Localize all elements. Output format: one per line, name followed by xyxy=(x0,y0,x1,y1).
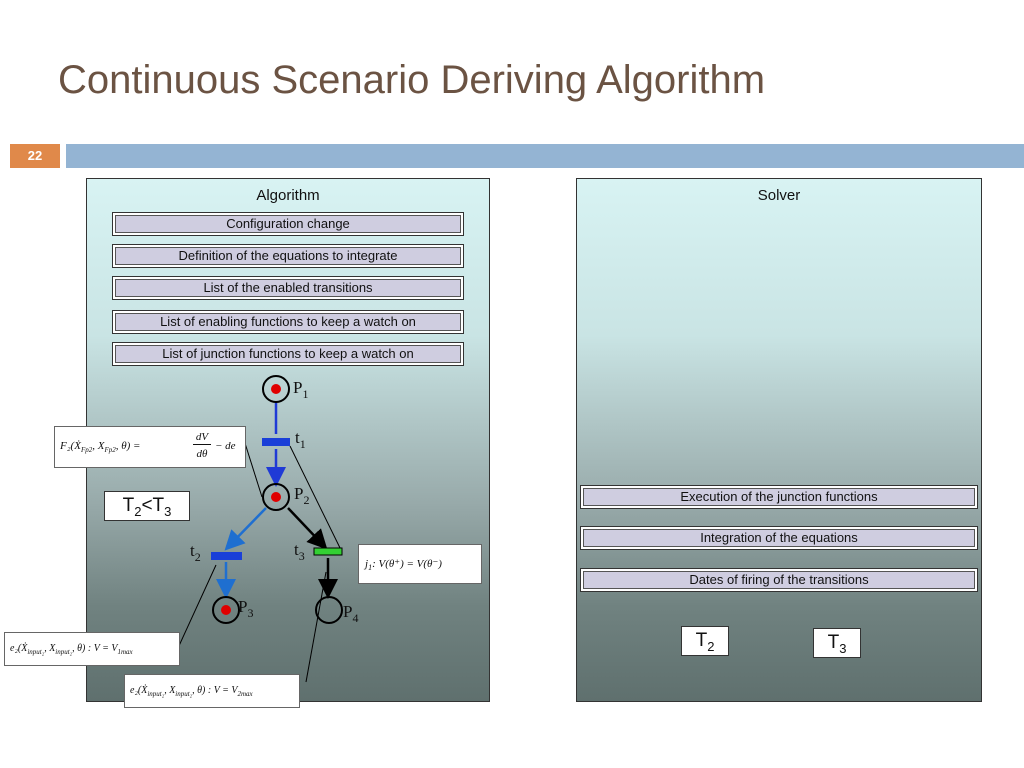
formula-e2b-sub2: input₂ xyxy=(175,690,193,698)
solver-time-t3-sub: 3 xyxy=(839,640,847,656)
solver-time-t2: T2 xyxy=(681,626,729,656)
place-p3 xyxy=(212,596,240,624)
formula-e2a-sub1: input₂ xyxy=(27,648,45,656)
formula-f2-numerator: dV xyxy=(193,430,211,445)
arc-p2-t3 xyxy=(287,507,328,550)
solver-step-integration: Integration of the equations xyxy=(580,526,978,550)
formula-e2-v2max: e₂(Ẋinput₂, Xinput₂, θ) : V = V2max xyxy=(124,674,300,708)
callout-line-j1 xyxy=(289,445,343,553)
formula-f2-denominator: dθ xyxy=(196,448,208,460)
transition-t1-label: t1 xyxy=(295,428,306,451)
slide-number: 22 xyxy=(10,144,60,168)
formula-e2a-lhs: e₂(Ẋ xyxy=(10,643,28,654)
callout-line-f2 xyxy=(243,439,263,498)
solver-time-t3-base: T xyxy=(827,632,840,653)
formula-j1: j1: V(θ⁺) = V(θ⁻) xyxy=(358,544,482,584)
formula-e2b-mid: , X xyxy=(164,685,176,696)
transition-t1 xyxy=(262,438,290,446)
formula-e2a-mid: , X xyxy=(44,643,56,654)
callout-line-e2a xyxy=(177,564,217,649)
transition-t3 xyxy=(313,547,343,556)
formula-e2b-sub1: input₂ xyxy=(147,690,165,698)
slide-title: Continuous Scenario Deriving Algorithm xyxy=(58,58,766,102)
comparison-box: T2<T3 xyxy=(104,491,190,521)
solver-step-junction-execution: Execution of the junction functions xyxy=(580,485,978,509)
place-p1-token xyxy=(271,384,281,394)
formula-f2-lhs: F₂(Ẋ xyxy=(60,440,81,452)
place-p2-token xyxy=(271,492,281,502)
formula-j1-sub: 1 xyxy=(368,563,373,573)
comparison-a-base: T xyxy=(122,495,135,516)
algorithm-step-configuration-change: Configuration change xyxy=(112,212,464,236)
comparison-b-sub: 3 xyxy=(164,503,172,519)
place-p2-label: P2 xyxy=(294,484,309,507)
formula-e2a-vsub: 1max xyxy=(117,648,133,656)
formula-f2-tail: − de xyxy=(215,440,236,452)
formula-e2b-end: , θ) : V = V xyxy=(192,685,238,696)
algorithm-panel-title: Algorithm xyxy=(256,187,320,204)
comparison-b-base: T xyxy=(152,495,165,516)
formula-e2-v1max: e₂(Ẋinput₂, Xinput₂, θ) : V = V1max xyxy=(4,632,180,666)
formula-f2-mid: , X xyxy=(92,440,105,452)
place-p2 xyxy=(262,483,290,511)
arc-p2-t2 xyxy=(224,507,267,551)
solver-time-t2-base: T xyxy=(695,630,708,651)
solver-panel-title: Solver xyxy=(757,187,801,204)
comparison-a-sub: 2 xyxy=(134,503,142,519)
solver-step-firing-dates: Dates of firing of the transitions xyxy=(580,568,978,592)
solver-panel: Solver Execution of the junction functio… xyxy=(576,178,982,702)
formula-e2a-sub2: input₂ xyxy=(55,648,73,656)
comparison-operator: < xyxy=(141,495,153,516)
formula-j1-body: : V(θ⁺) = V(θ⁻) xyxy=(372,558,442,570)
formula-j1-name: j xyxy=(365,558,369,570)
solver-time-t3: T3 xyxy=(813,628,861,658)
callout-line-e2b xyxy=(305,571,327,683)
algorithm-step-enabling-functions: List of enabling functions to keep a wat… xyxy=(112,310,464,334)
formula-f2: F₂(ẊFp2, XFp2, θ) = dV dθ − de xyxy=(54,426,246,468)
place-p3-token xyxy=(221,605,231,615)
place-p4-label: P4 xyxy=(343,602,358,625)
place-p3-label: P3 xyxy=(238,597,253,620)
transition-t3-label: t3 xyxy=(294,540,305,563)
transition-t2-label: t2 xyxy=(190,541,201,564)
formula-e2b-vsub: 2max xyxy=(237,690,253,698)
header-band xyxy=(66,144,1024,168)
algorithm-step-junction-functions: List of junction functions to keep a wat… xyxy=(112,342,464,366)
formula-f2-end: , θ) = xyxy=(115,440,141,452)
formula-e2b-lhs: e₂(Ẋ xyxy=(130,685,148,696)
formula-f2-sub1: Fp2 xyxy=(80,446,93,455)
solver-time-t2-sub: 2 xyxy=(707,638,715,654)
place-p4 xyxy=(315,596,343,624)
algorithm-step-enabled-transitions: List of the enabled transitions xyxy=(112,276,464,300)
formula-f2-sub2: Fp2 xyxy=(104,446,116,455)
place-p1-label: P1 xyxy=(293,378,308,401)
transition-t2 xyxy=(211,552,242,560)
place-p1 xyxy=(262,375,290,403)
algorithm-step-equations-definition: Definition of the equations to integrate xyxy=(112,244,464,268)
formula-e2a-end: , θ) : V = V xyxy=(72,643,118,654)
